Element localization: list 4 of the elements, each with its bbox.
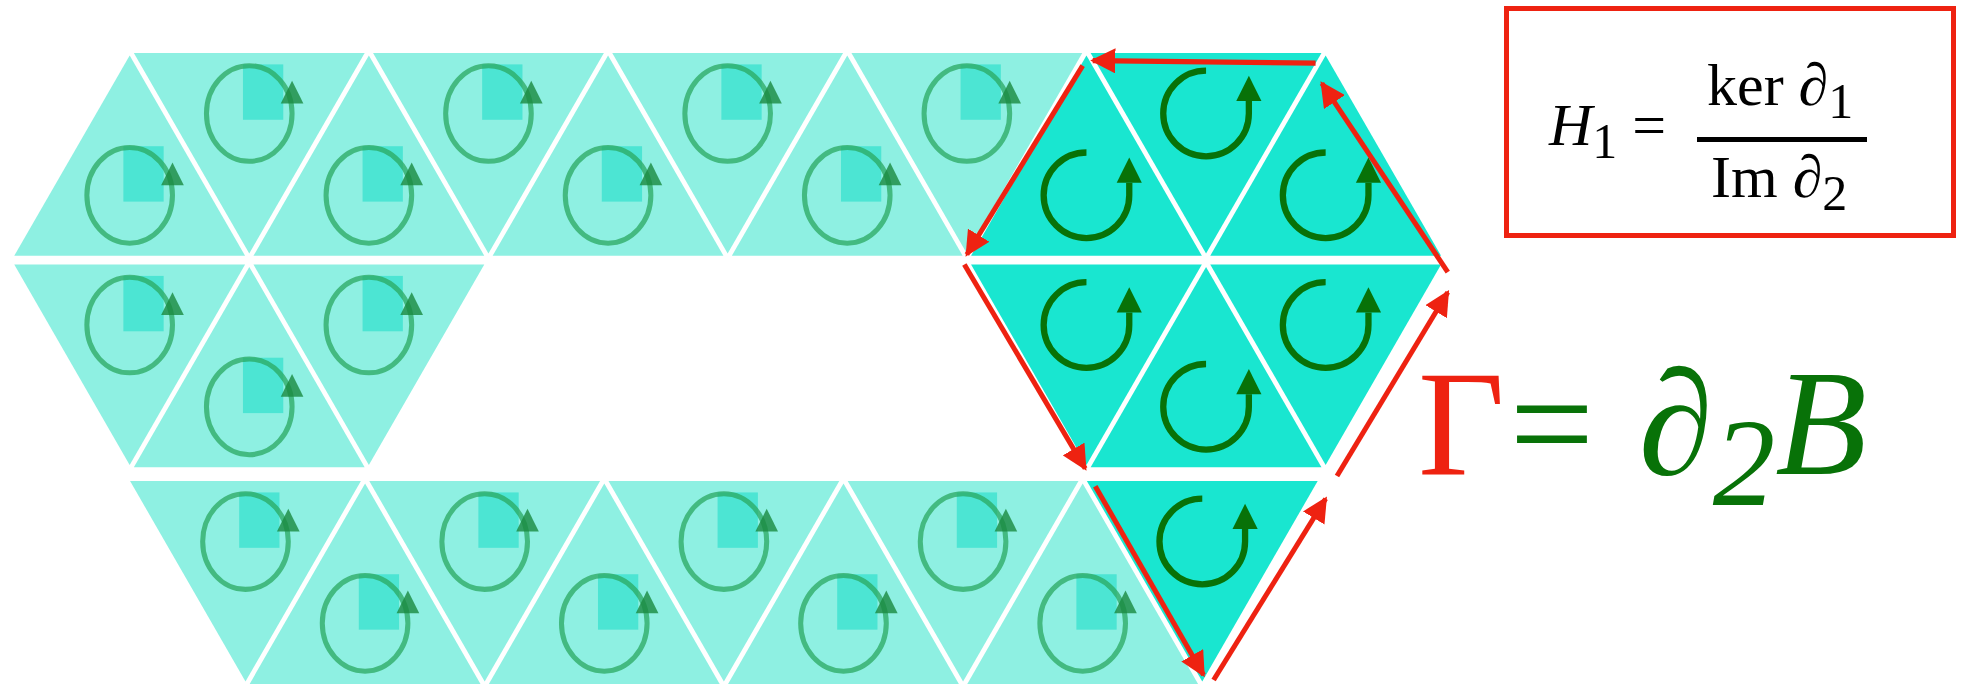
numerator-text: ker ∂$_{1}$ bbox=[1707, 55, 1854, 126]
equation-text: H$_{1}$ = bbox=[1549, 95, 1667, 166]
denominator-text: Im ∂$_{2}$ bbox=[1711, 147, 1848, 218]
formula-box bbox=[1504, 6, 1956, 238]
